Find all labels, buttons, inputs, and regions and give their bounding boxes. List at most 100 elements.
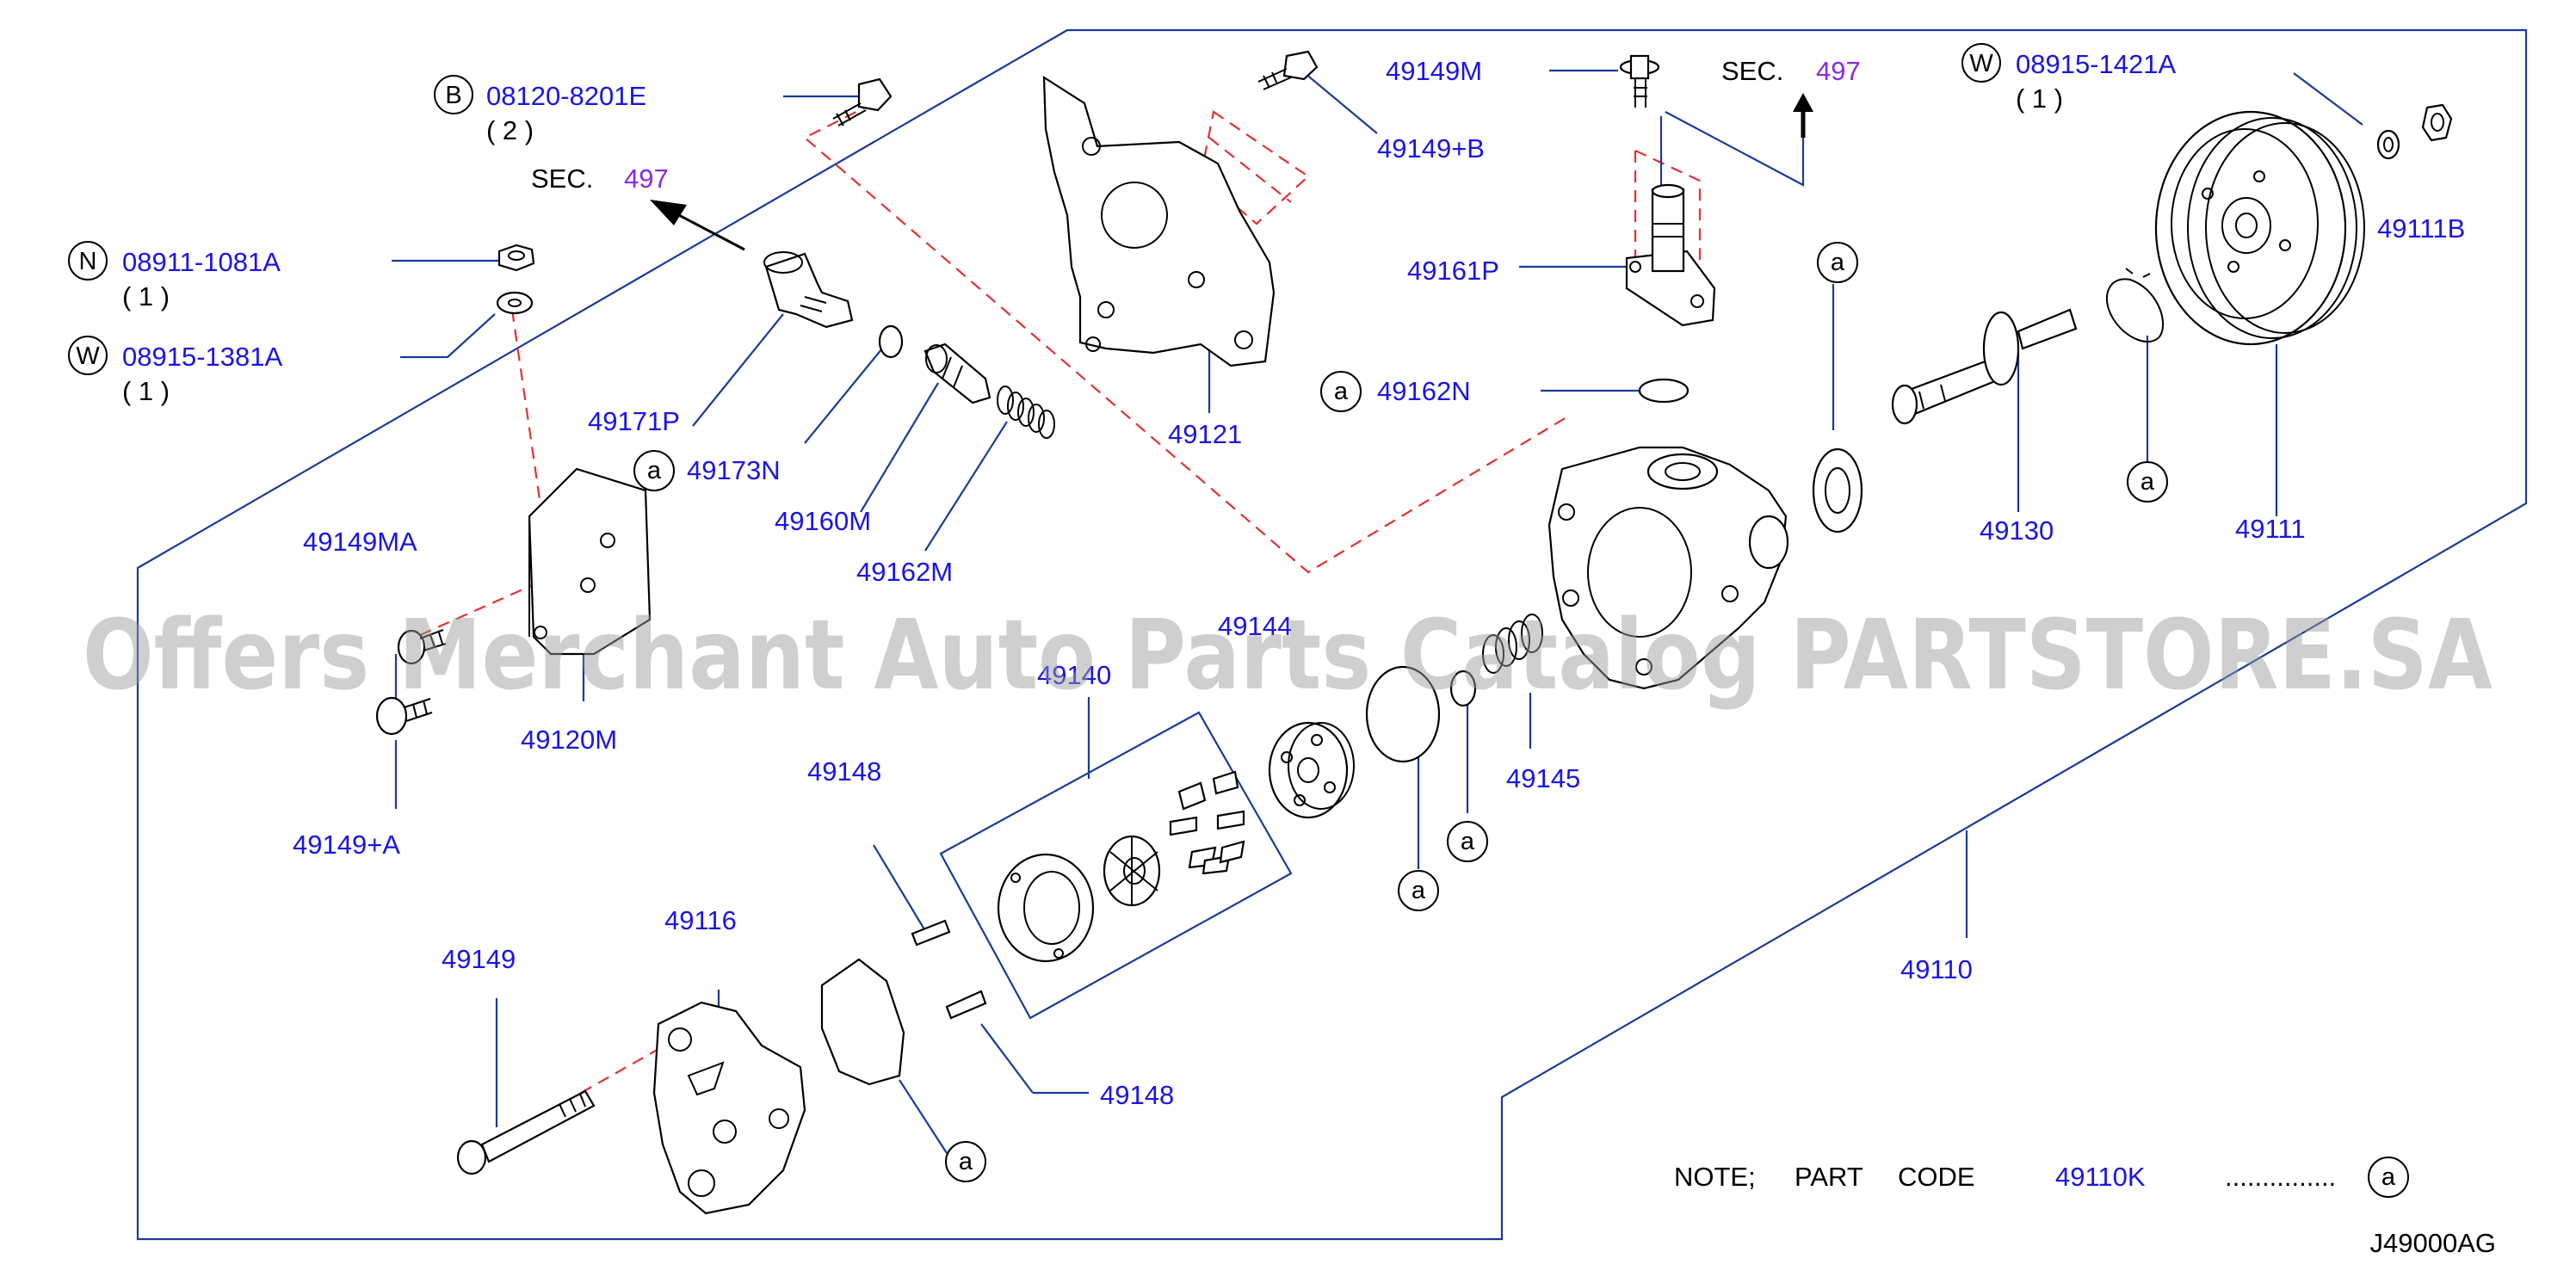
svg-text:a: a (2140, 468, 2155, 496)
sec-497-left: SEC. 497 (531, 163, 669, 194)
callout-a-snapring: a (2127, 461, 2168, 503)
svg-text:a: a (647, 457, 662, 484)
svg-text:...............: ............... (2225, 1162, 2336, 1192)
label-49148-lower: 49148 (1100, 1080, 1174, 1110)
svg-text:a: a (1412, 877, 1426, 904)
sec-arrow-right-icon (1793, 93, 1813, 138)
leader-lines (392, 68, 2363, 1154)
snap-ring-icon (2105, 268, 2165, 343)
cam-ring-icon (997, 853, 1095, 963)
vanes-icon (1169, 770, 1245, 875)
svg-text:a: a (959, 1148, 973, 1175)
bolt-49149m-icon (1619, 54, 1660, 108)
o-ring-49162n-icon (1638, 378, 1690, 404)
svg-text:08915-1381A: 08915-1381A (122, 342, 282, 372)
plate-49144-icon (1268, 721, 1355, 819)
label-49173n: 49173N (687, 455, 781, 485)
svg-text:W: W (1969, 50, 1993, 77)
small-o-ring-icon (1449, 669, 1477, 707)
note-part-code: NOTE; PART CODE 49110K ............... a (1674, 1157, 2409, 1198)
pin-lower-icon (945, 990, 987, 1020)
watermark-text: Offers Merchant Auto Parts Catalog PARTS… (83, 600, 2493, 712)
label-49160m: 49160M (775, 506, 871, 536)
svg-text:49110K: 49110K (2055, 1162, 2146, 1192)
callout-a-markers: a a a a a a a (633, 242, 2168, 1182)
svg-text:SEC.: SEC. (531, 163, 593, 194)
bracket-49120m-icon (528, 467, 652, 656)
spring-49162m-icon (997, 386, 1055, 439)
washer-08915-1421a-icon (2376, 129, 2400, 160)
nut-49111b-icon (2421, 103, 2453, 142)
connector-49161p-icon (1625, 183, 1716, 327)
svg-text:497: 497 (624, 163, 669, 194)
washer-08915-1381a-icon (496, 291, 534, 315)
callout-a-large-oring: a (1398, 870, 1439, 911)
callout-a-gasket: a (945, 1141, 986, 1182)
shaft-49130-icon (1891, 308, 2078, 425)
svg-text:08911-1081A: 08911-1081A (122, 247, 281, 277)
label-49121: 49121 (1168, 419, 1242, 449)
svg-text:N: N (79, 248, 97, 275)
svg-text:497: 497 (1816, 56, 1861, 86)
bolt-49149ma-icon (397, 629, 447, 665)
o-ring-49173n-icon (878, 324, 904, 359)
label-49171p: 49171P (588, 406, 680, 436)
svg-text:a: a (1334, 378, 1349, 405)
callout-a-49162n: a (1320, 371, 1362, 412)
label-49116: 49116 (664, 905, 737, 935)
assembly-outline (136, 28, 2528, 1241)
svg-text:CODE: CODE (1898, 1162, 1975, 1192)
svg-text:( 1 ): ( 1 ) (122, 376, 170, 406)
svg-text:( 2 ): ( 2 ) (486, 115, 534, 145)
svg-text:a: a (1831, 249, 1845, 276)
fastener-08120-8201e: B 08120-8201E ( 2 ) (434, 75, 646, 145)
label-49140: 49140 (1037, 660, 1111, 690)
fastener-08915-1421a: W 08915-1421A ( 1 ) (1961, 43, 2176, 114)
pulley-49111-icon (2154, 110, 2365, 346)
label-49149b: 49149+B (1377, 133, 1485, 163)
oil-seal-icon (1812, 447, 1863, 534)
label-49111: 49111 (2235, 514, 2306, 544)
svg-text:08120-8201E: 08120-8201E (486, 81, 646, 111)
svg-text:( 1 ): ( 1 ) (2016, 83, 2063, 114)
svg-text:NOTE;: NOTE; (1674, 1162, 1756, 1192)
label-49130: 49130 (1980, 515, 2054, 546)
spool-49160m-icon (924, 342, 991, 404)
bracket-49121-icon (1042, 75, 1276, 367)
pin-upper-icon (911, 919, 951, 947)
sec-497-right: SEC. 497 (1721, 56, 1861, 86)
bolt-08120-icon (832, 77, 893, 126)
callout-a-seal: a (1817, 242, 1858, 283)
svg-text:( 1 ): ( 1 ) (122, 281, 170, 312)
bolt-49149b-icon (1257, 50, 1319, 90)
fastener-08915-1381a: W 08915-1381A ( 1 ) (68, 336, 282, 406)
svg-text:PART: PART (1795, 1162, 1863, 1192)
callout-a-49173n: a (633, 450, 675, 491)
cartridge-kit-box (939, 711, 1293, 1020)
bolt-49149a-icon (375, 696, 433, 736)
large-o-ring-icon (1365, 665, 1441, 763)
rotor-icon (1103, 835, 1161, 907)
sec-arrow-left-icon (650, 200, 745, 251)
label-49111b: 49111B (2377, 213, 2465, 244)
label-49149ma: 49149MA (303, 527, 417, 557)
long-bolt-49149-icon (456, 1089, 596, 1175)
label-49144: 49144 (1218, 611, 1292, 641)
svg-text:W: W (76, 342, 100, 370)
valve-49171p-icon (763, 251, 854, 329)
label-49120m: 49120M (521, 725, 617, 755)
rear-housing-49116-icon (652, 1001, 806, 1215)
label-49149: 49149 (442, 944, 516, 974)
gasket-plate-icon (820, 958, 905, 1086)
label-49162m: 49162M (856, 557, 953, 587)
label-49110: 49110 (1900, 954, 1973, 984)
label-49149a: 49149+A (293, 830, 400, 860)
label-49162n: 49162N (1377, 376, 1471, 406)
label-49148-upper: 49148 (807, 756, 881, 787)
svg-text:a: a (2381, 1163, 2396, 1191)
spring-49145-icon (1482, 614, 1543, 674)
svg-text:08915-1421A: 08915-1421A (2016, 49, 2176, 79)
label-49145: 49145 (1506, 763, 1580, 793)
label-49161p: 49161P (1407, 256, 1499, 286)
